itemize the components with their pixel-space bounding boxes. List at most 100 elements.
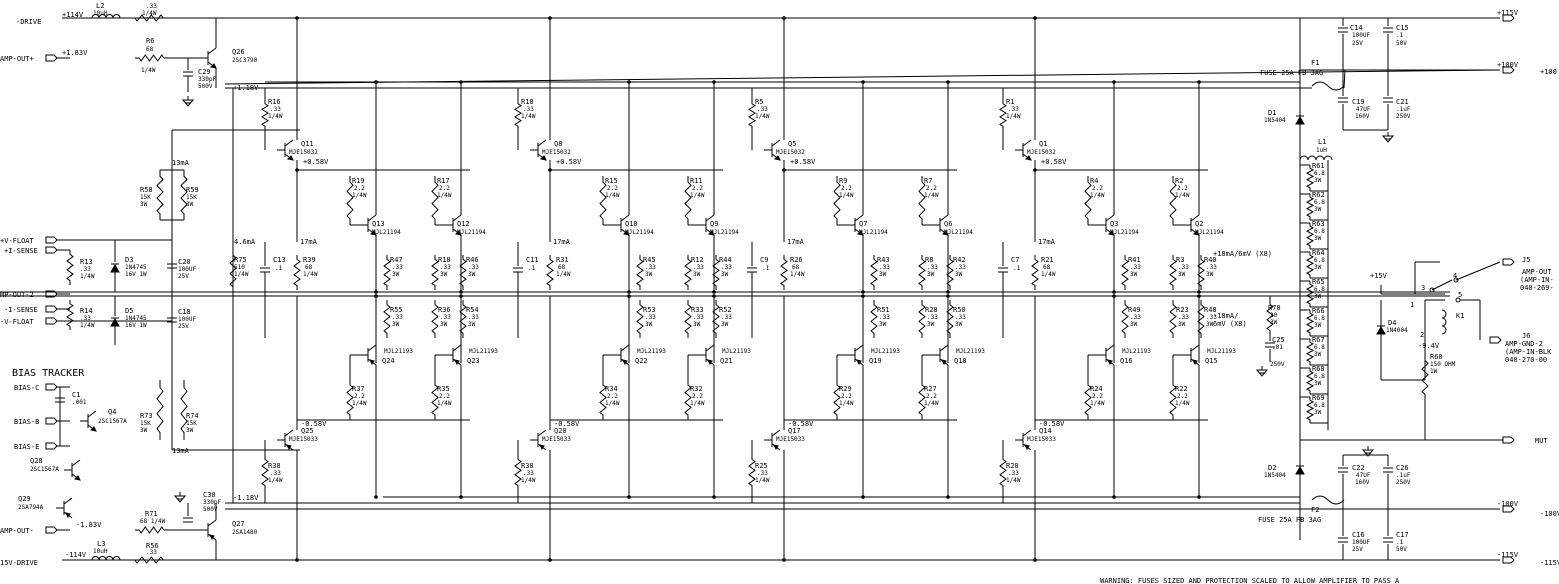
transistor-driver-npn [537,139,547,147]
value-label: 1/4W [1175,192,1190,199]
ref-label: D4 [1388,319,1396,327]
ref-label: R1 [1006,98,1014,106]
ref-label: Q3 [1110,220,1118,228]
ref-label: R58 [140,186,153,194]
value-label: MJL21193 [1122,348,1151,355]
value-label: 3W [879,321,887,328]
value-label: 1/4W [1041,271,1056,278]
value-label: .33 [927,264,938,271]
value-label: 150 OHM [1430,361,1456,368]
rail-label: +114V [62,11,84,19]
value-label: 1/4W [141,67,156,74]
transistor-output-npn [941,230,949,236]
port-label: +V-FLOAT [0,237,35,245]
transistor-output-pnp [854,344,864,352]
value-label: 100UF [178,316,196,323]
transistor-output-pnp [1192,359,1198,365]
ref-label: C29 [198,68,211,76]
ref-label: R18 [438,256,451,264]
inductor-L3 [98,556,107,561]
value-label: MJL21194 [710,229,739,236]
value-label: .1 [1396,32,1404,39]
ref-label: R10 [521,98,534,106]
junction-dot [374,495,378,499]
ref-label: D3 [125,256,133,264]
junction-dot [374,294,378,298]
junction-dot [782,16,786,20]
junction-dot [374,80,378,84]
resistor-emitter [636,300,644,338]
transistor-output-npn [1105,214,1115,222]
value-label: 68 [1043,264,1051,271]
resistor-base-p [346,380,354,420]
value-label: 160V [1355,479,1370,486]
value-label: .33 [1178,264,1189,271]
value-label: 2.2 [1177,393,1188,400]
port-connector [1502,505,1515,513]
transistor-Q4 [87,410,97,418]
value-label: 1/4W [605,192,620,199]
ref-label: Q2 [1195,220,1203,228]
value-label: 1/4W [1006,113,1021,120]
transistor-output-npn [707,230,715,236]
junction-dot [459,80,463,84]
resistor-zobel [1305,368,1315,394]
value-label: MJL21193 [637,348,666,355]
rail-label: -115V [1497,551,1519,559]
resistor-emitter [918,300,926,338]
node-label: +1.18V [233,84,259,92]
value-label: 1/4W [605,400,620,407]
ref-label: R66 [1312,307,1325,315]
ref-label: R56 [146,542,159,550]
resistor-emitter [870,255,878,290]
ref-label: Q6 [944,220,952,228]
value-label: .33 [645,314,656,321]
resistor-base-n [431,176,439,225]
ref-label: R24 [1090,385,1103,393]
value-label: 1/4W [1175,400,1190,407]
value-label: 2.2 [692,185,703,192]
ref-label: Q22 [635,357,648,365]
ref-label: R27 [924,385,937,393]
diode-D4 [1376,325,1386,335]
resistor-emitter [636,255,644,290]
resistor-emitter [459,255,467,290]
transistor-Q26 [209,63,217,69]
value-label: .1 [762,265,770,272]
transistor-driver-npn [539,155,547,161]
port-connector [45,417,58,425]
transistor-output-npn [854,214,864,222]
transistor-output-pnp [1190,344,1200,352]
resistor-ptail [293,255,301,290]
ref-label: C13 [273,256,286,264]
resistor-emitter [1121,255,1129,290]
value-label: MJL21194 [457,229,486,236]
value-label: 1/4W [839,192,854,199]
ref-label: C1 [72,391,80,399]
value-label: 10uH [93,548,108,555]
ref-label: R23 [1176,306,1189,314]
ref-label: Q15 [1205,357,1218,365]
value-label: 50V [1396,40,1407,47]
ref-label: Q23 [467,357,480,365]
value-label: 3W [1314,322,1322,329]
value-label: 68 [792,264,800,271]
value-label: 100UF [1352,32,1370,39]
transistor-driver-pnp [1024,444,1030,450]
junction-dot [861,495,865,499]
value-label: 3W [1206,321,1214,328]
value-label: MJL21194 [944,229,973,236]
junction-dot [459,495,463,499]
rail-label: -DRIVE [16,18,41,26]
value-label: 1/4W [790,271,805,278]
ref-label: L1 [1318,138,1326,146]
transistor-driver-npn [1022,139,1032,147]
value-label: 15K [186,194,197,201]
junction-dot [548,558,552,562]
resistor-base-n [1169,176,1177,225]
value-label: MJL21194 [859,229,888,236]
ref-label: R69 [1312,394,1325,402]
ref-label: Q20 [554,427,567,435]
value-label: .33 [270,470,281,477]
node-label: -1.83V [76,521,102,529]
